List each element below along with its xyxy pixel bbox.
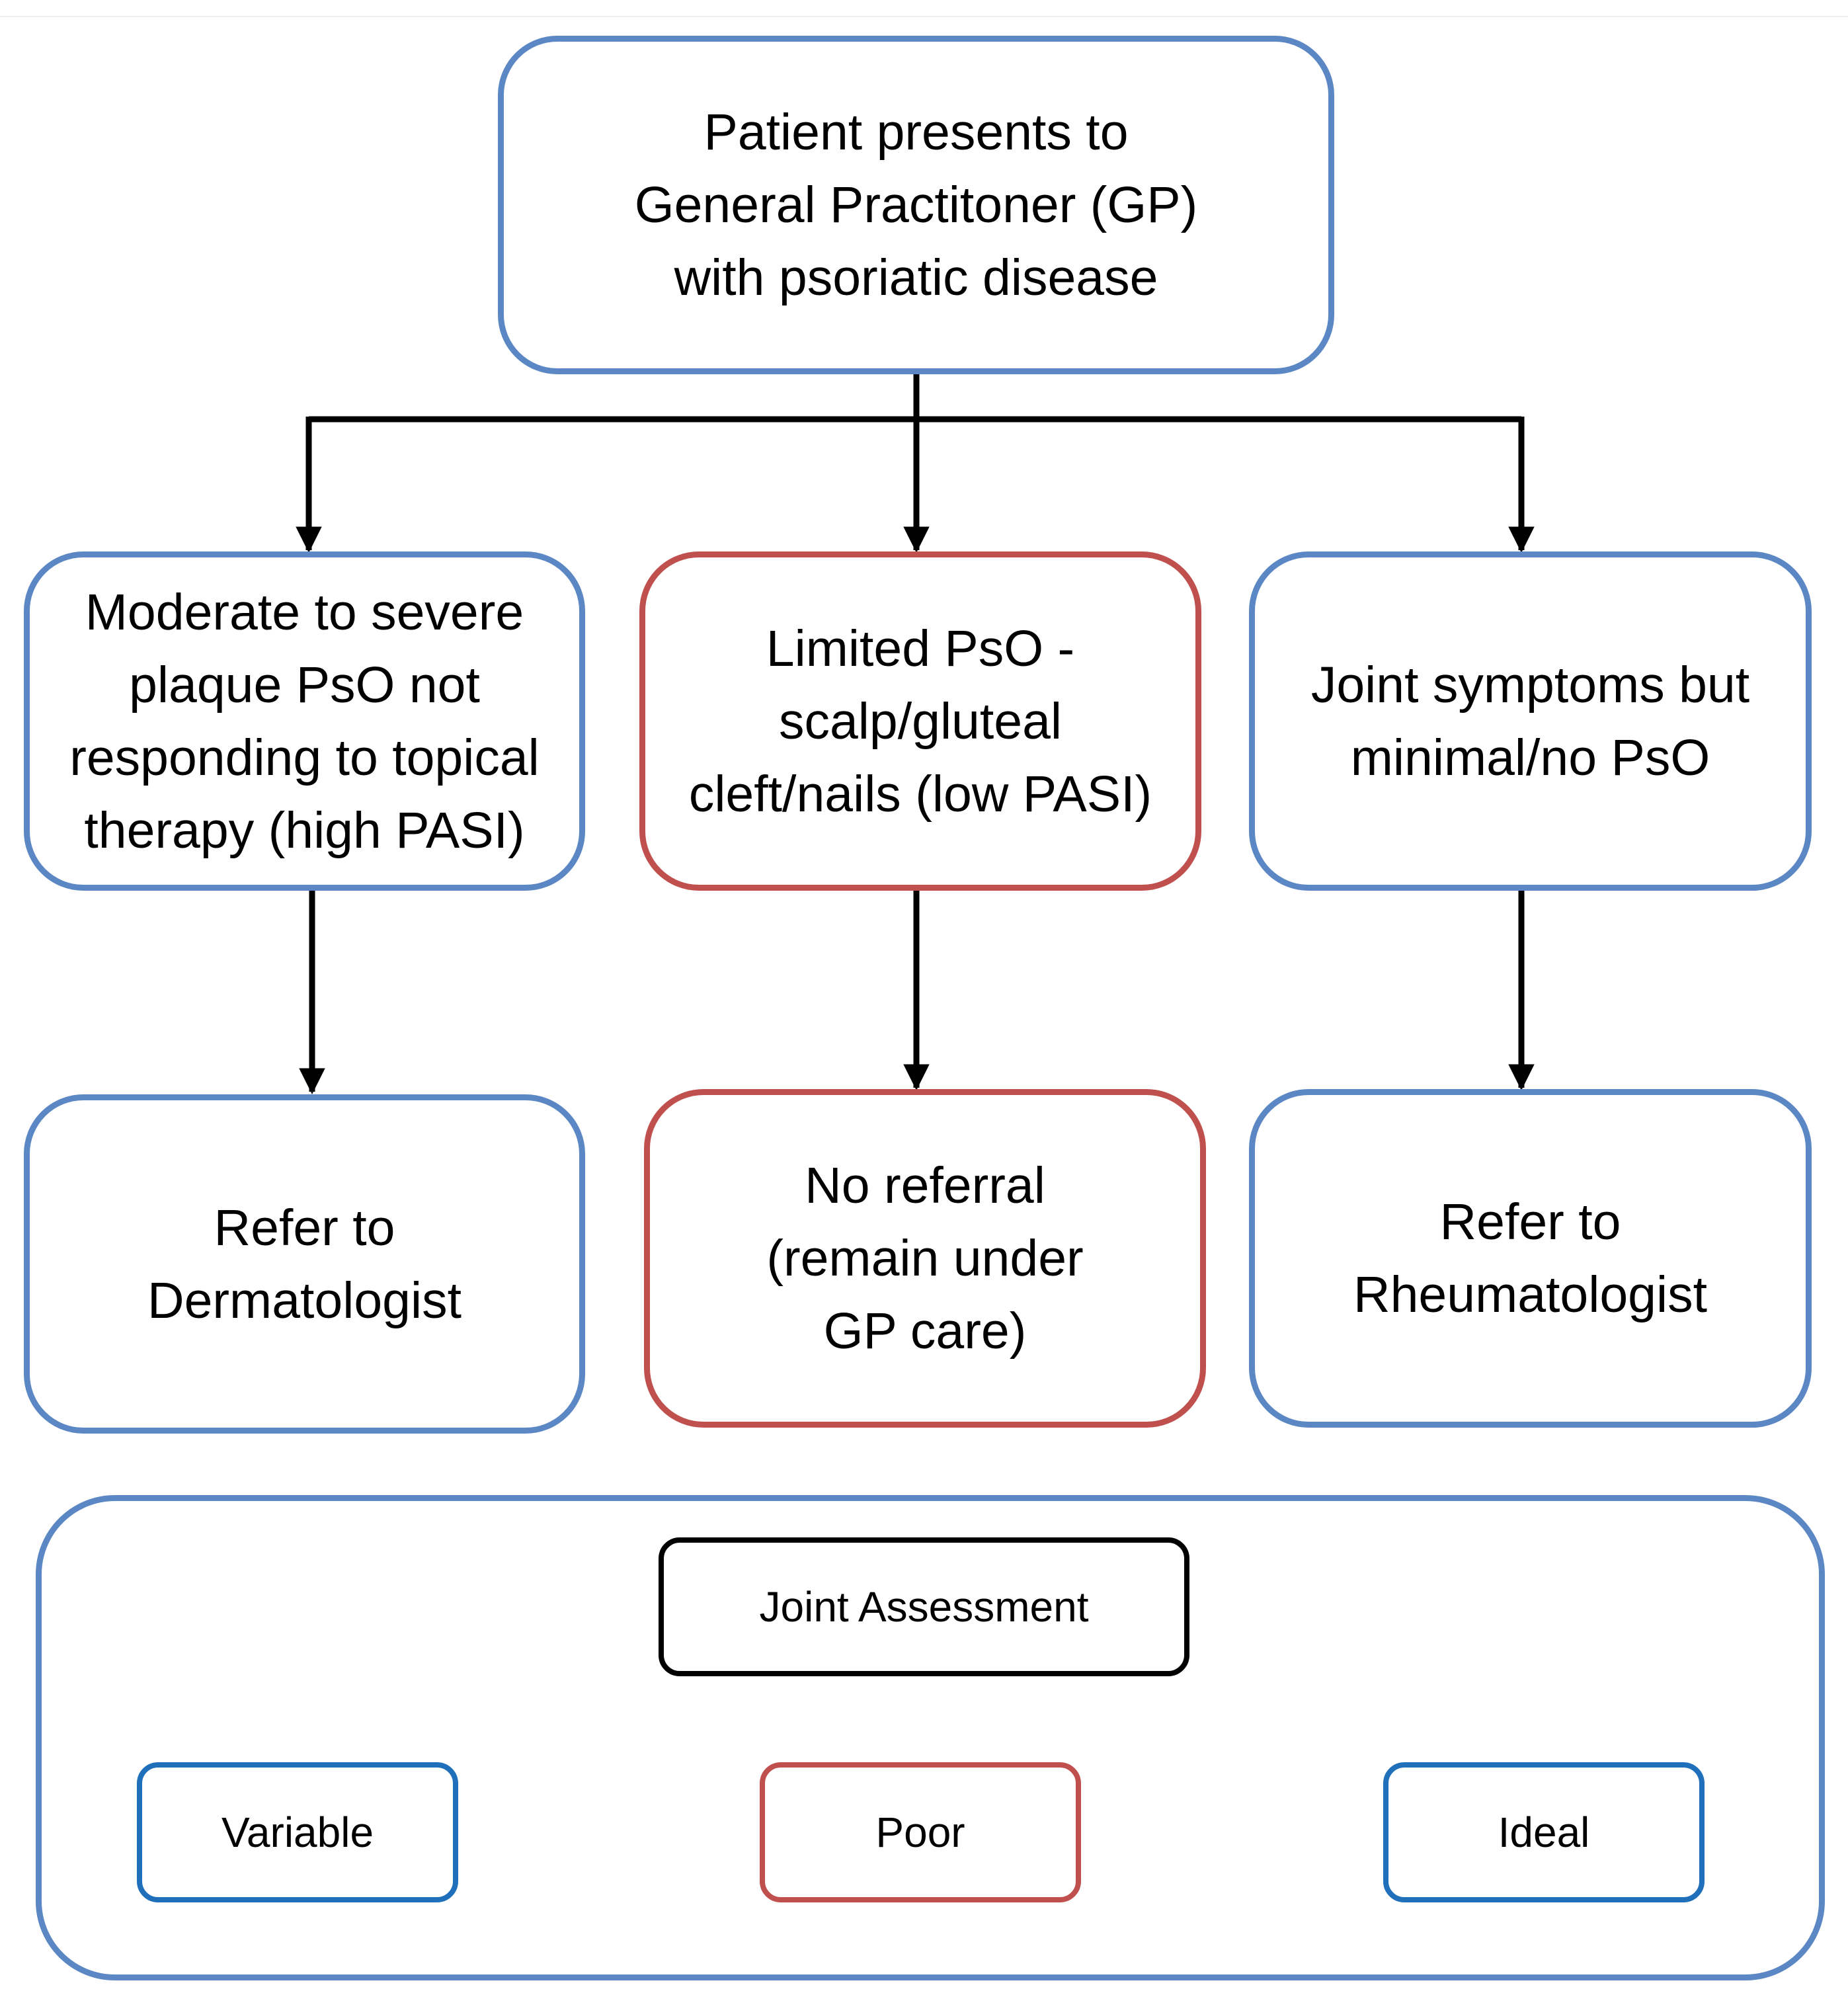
- outcome-rheumatologist-node: Refer to Rheumatologist: [1249, 1089, 1812, 1428]
- legend-title: Joint Assessment: [759, 1583, 1089, 1631]
- condition-joint-symptoms-node: Joint symptoms but minimal/no PsO: [1249, 551, 1812, 891]
- condition-joint-symptoms-text: Joint symptoms but minimal/no PsO: [1310, 656, 1750, 786]
- outcome-dermatologist-node: Refer to Dermatologist: [24, 1094, 585, 1434]
- condition-moderate-severe-node: Moderate to severe plaque PsO not respon…: [24, 551, 585, 891]
- legend-item-ideal-label: Ideal: [1498, 1809, 1590, 1856]
- top-rule: [0, 0, 1848, 17]
- outcome-no-referral-node: No referral (remain under GP care): [644, 1089, 1206, 1428]
- legend-item-poor-label: Poor: [875, 1809, 965, 1856]
- legend-item-variable-label: Variable: [221, 1809, 374, 1856]
- outcome-rheumatologist-text: Refer to Rheumatologist: [1353, 1194, 1707, 1323]
- outcome-dermatologist-text: Refer to Dermatologist: [147, 1199, 462, 1329]
- outcome-no-referral-text: No referral (remain under GP care): [766, 1157, 1084, 1360]
- legend-item-poor: Poor: [760, 1762, 1081, 1902]
- condition-limited-pso-node: Limited PsO - scalp/gluteal cleft/nails …: [639, 551, 1201, 891]
- start-node-text: Patient presents to General Practitoner …: [634, 104, 1198, 306]
- legend-item-variable: Variable: [137, 1762, 458, 1902]
- legend-item-ideal: Ideal: [1383, 1762, 1705, 1902]
- condition-limited-pso-text: Limited PsO - scalp/gluteal cleft/nails …: [688, 620, 1152, 823]
- start-node: Patient presents to General Practitoner …: [498, 36, 1334, 374]
- condition-moderate-severe-text: Moderate to severe plaque PsO not respon…: [69, 583, 540, 859]
- legend-title-box: Joint Assessment: [659, 1537, 1189, 1676]
